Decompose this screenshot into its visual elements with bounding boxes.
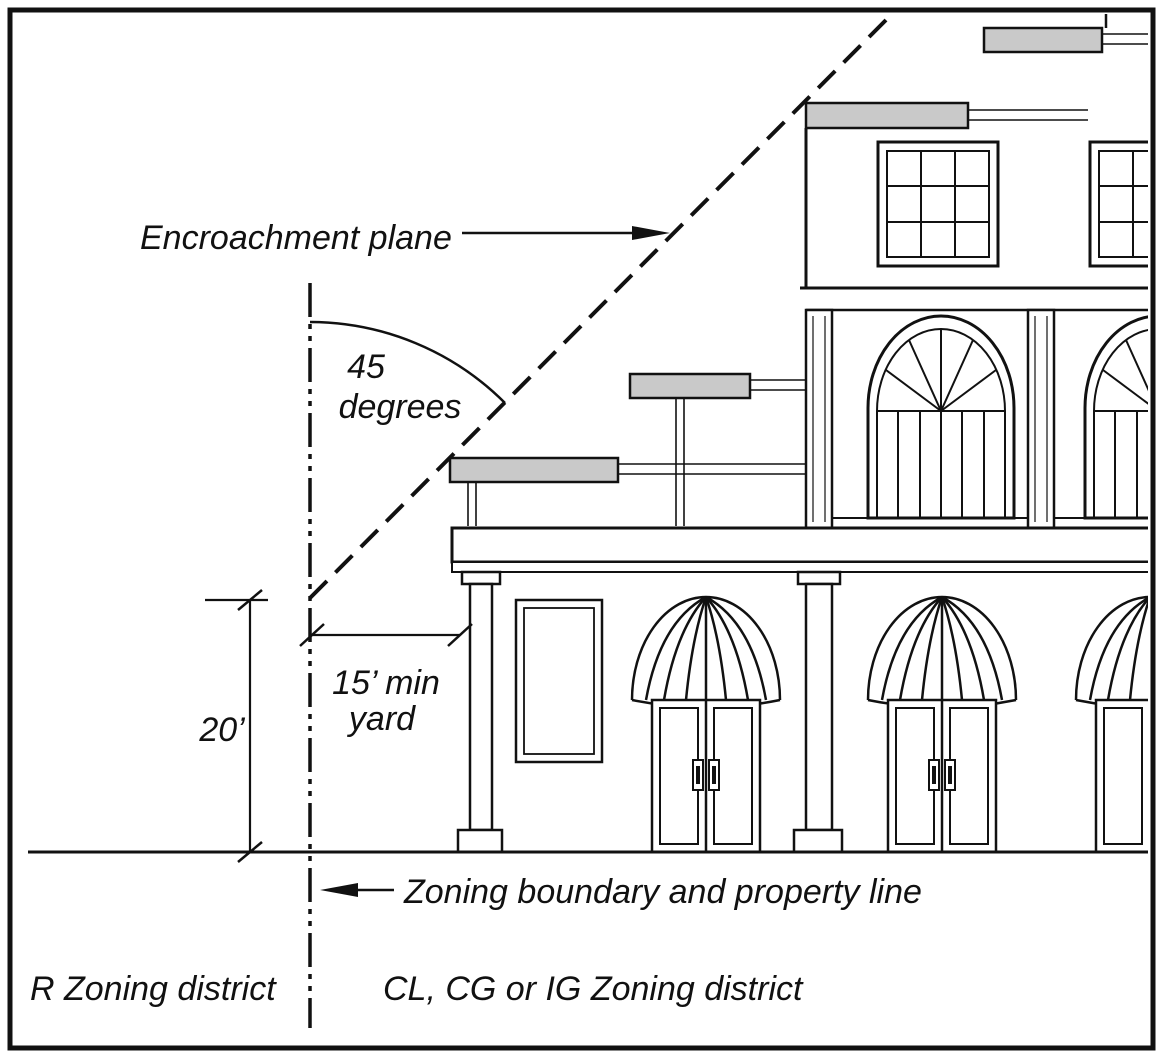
- door-1: [650, 698, 762, 854]
- door-2: [886, 698, 998, 854]
- angle-value-label: 45: [347, 348, 385, 386]
- yard-dimension-label-line1: 15’ min: [332, 664, 440, 702]
- upper-story: [800, 14, 1148, 312]
- column-middle: [792, 570, 844, 854]
- sign-board: [804, 101, 970, 130]
- dim-tick: [447, 623, 473, 647]
- encroachment-plane-line: [308, 18, 888, 600]
- arched-window-2: [1083, 315, 1148, 520]
- door-3: [1094, 698, 1148, 854]
- dim-tick: [299, 623, 325, 647]
- arched-window-1: [866, 314, 1016, 520]
- district-right-label: CL, CG or IG Zoning district: [383, 970, 804, 1008]
- district-left-label: R Zoning district: [30, 970, 277, 1008]
- figure-border: [7, 7, 1156, 1051]
- height-dimension: [205, 589, 268, 863]
- encroachment-plane-label: Encroachment plane: [140, 219, 452, 257]
- awning-2: [866, 595, 1018, 709]
- display-panel: [514, 598, 604, 764]
- pilaster-right: [1026, 308, 1056, 530]
- cornice: [450, 526, 1148, 564]
- left-arrowhead-icon: [320, 883, 358, 897]
- first-story: [448, 372, 1148, 854]
- fascia: [451, 561, 1148, 573]
- angle-arc: [309, 320, 506, 404]
- right-arrowhead-icon: [632, 226, 670, 240]
- angle-unit-label: degrees: [339, 388, 462, 426]
- sign-roof: [982, 14, 1148, 54]
- boundary-callout: [320, 883, 394, 897]
- column-left: [456, 570, 504, 854]
- second-story: [804, 308, 1148, 530]
- yard-dimension-label-line2: yard: [347, 700, 416, 738]
- grid-window-1: [876, 140, 1000, 268]
- zoning-boundary-label: Zoning boundary and property line: [403, 873, 922, 911]
- sign-board: [982, 26, 1104, 54]
- sign-front: [448, 456, 806, 526]
- building: [448, 14, 1148, 854]
- sign-board: [448, 456, 620, 484]
- grid-window-2: [1088, 140, 1148, 268]
- dim-tick: [237, 589, 263, 611]
- sign-upper: [804, 101, 1088, 130]
- dim-tick: [237, 841, 263, 863]
- sign-setback: [628, 372, 806, 526]
- awning-1: [630, 595, 782, 709]
- yard-dimension: [299, 623, 473, 647]
- sign-board: [628, 372, 752, 400]
- pilaster-left: [804, 308, 834, 530]
- height-dimension-label: 20’: [198, 711, 245, 749]
- awning-3: [1074, 595, 1148, 709]
- encroachment-plane-callout: [462, 226, 670, 240]
